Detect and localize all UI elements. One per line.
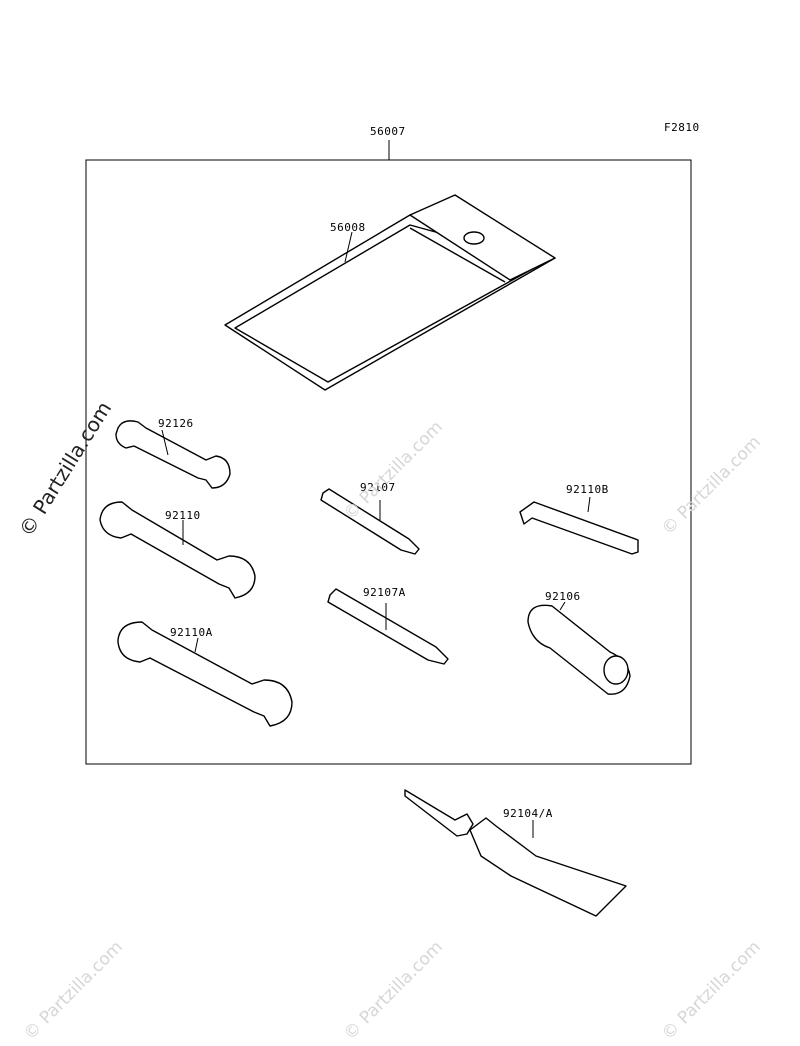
part-label-tube: 92104/A xyxy=(503,807,553,820)
wrench-small-drawing xyxy=(115,420,231,489)
handle-drawing xyxy=(527,601,631,695)
hex-key-drawing xyxy=(519,496,639,555)
part-label-driver-bit-a: 92107A xyxy=(363,586,406,599)
part-label-hex-key: 92110B xyxy=(566,483,609,496)
figure-code: F2810 xyxy=(664,121,700,134)
wrench-medium-drawing xyxy=(99,501,256,599)
part-label-wrench-medium: 92110 xyxy=(165,509,201,522)
part-label-wrench-small: 92126 xyxy=(158,417,194,430)
driver-bit-drawing xyxy=(320,488,420,555)
part-label-wrench-large: 92110A xyxy=(170,626,213,639)
driver-bit-a-drawing xyxy=(327,588,449,665)
part-label-case: 56008 xyxy=(330,221,366,234)
part-label-handle: 92106 xyxy=(545,590,581,603)
part-label-kit: 56007 xyxy=(370,125,406,138)
wrench-large-drawing xyxy=(117,621,293,727)
tube-drawing xyxy=(404,789,627,917)
tool-case-drawing xyxy=(224,194,556,391)
part-label-driver-bit: 92107 xyxy=(360,481,396,494)
